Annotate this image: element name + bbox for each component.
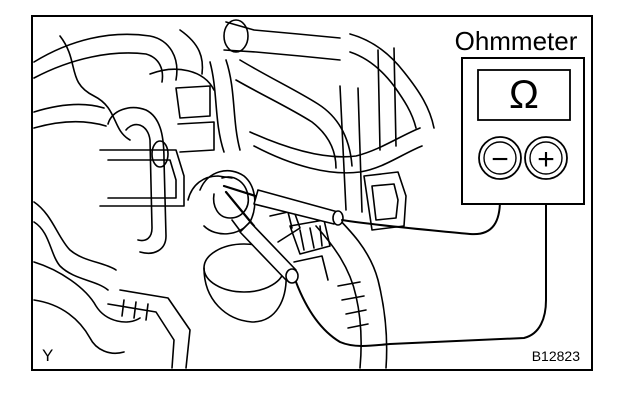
right-vertical-pipe-2 <box>377 47 397 151</box>
lower-left-hose-b <box>33 221 109 291</box>
right-upper-hose-2 <box>349 51 417 129</box>
positive-terminal <box>524 136 568 180</box>
right-lower-ribs <box>337 281 369 329</box>
lower-left-conduit <box>119 289 191 369</box>
center-pipe-right <box>225 59 241 151</box>
center-lower-block-2 <box>293 255 329 281</box>
lower-probe-body <box>239 221 297 281</box>
left-bracket-inner <box>107 159 177 199</box>
right-upper-hose <box>349 33 435 129</box>
test-probes <box>222 184 344 284</box>
lower-probe-end <box>285 268 299 284</box>
ohmmeter-display <box>477 69 571 121</box>
upper-center-hose <box>179 29 204 75</box>
center-frame-2 <box>177 121 215 153</box>
center-frame <box>175 85 211 119</box>
positive-terminal-inner <box>529 141 563 175</box>
lower-left-hose-c <box>33 261 141 323</box>
right-vertical-pipe <box>339 85 363 213</box>
center-lower-ribs <box>299 225 323 251</box>
lower-left-conduit-2 <box>107 303 175 369</box>
ohmmeter-title: Ohmmeter <box>455 26 578 56</box>
lower-probe-tip <box>224 190 256 228</box>
elbow-hose-outer <box>107 106 167 254</box>
filter-cylinder-body <box>203 267 287 323</box>
upper-left-hose-inner <box>33 52 164 83</box>
right-hose-a <box>239 59 353 167</box>
negative-terminal-inner <box>483 141 517 175</box>
figure-code: B12823 <box>532 348 580 364</box>
left-pipe-upper <box>33 103 105 113</box>
upper-center-block <box>149 68 215 91</box>
top-pipe-upper <box>225 21 341 39</box>
ohmmeter-title-backdrop <box>446 26 586 56</box>
left-pipe-lower <box>33 120 107 129</box>
connector-housing <box>212 176 250 219</box>
positive-terminal-symbol: + <box>537 143 555 176</box>
right-bracket-inner <box>371 183 399 221</box>
upper-left-hose <box>33 33 178 81</box>
positive-lead-wire <box>295 179 547 347</box>
lower-left-hose-d <box>33 299 125 354</box>
connector-shell <box>187 175 233 201</box>
center-pipe-left <box>209 61 225 153</box>
test-leads <box>295 179 547 347</box>
negative-terminal-symbol: − <box>491 143 509 176</box>
elbow-hose-inner <box>125 123 153 242</box>
ohmmeter: Ω − + <box>461 57 585 205</box>
center-lower-block <box>289 219 331 255</box>
top-pipe-cap <box>223 19 249 53</box>
right-pipe-long <box>249 127 421 158</box>
right-hose-b <box>235 79 337 169</box>
left-bracket <box>99 149 185 207</box>
left-hose-wavy <box>59 35 131 141</box>
negative-lead-wire <box>341 179 501 236</box>
upper-probe-body <box>253 189 339 225</box>
lower-left-ribs <box>121 299 149 321</box>
right-bracket <box>363 171 407 231</box>
lower-left-hose-a <box>33 201 117 271</box>
negative-terminal <box>478 136 522 180</box>
right-lower-member <box>329 209 388 369</box>
upper-probe-end <box>332 210 344 226</box>
view-letter: Y <box>42 346 53 365</box>
hose-clamp <box>151 140 169 168</box>
ohm-symbol: Ω <box>509 73 539 117</box>
